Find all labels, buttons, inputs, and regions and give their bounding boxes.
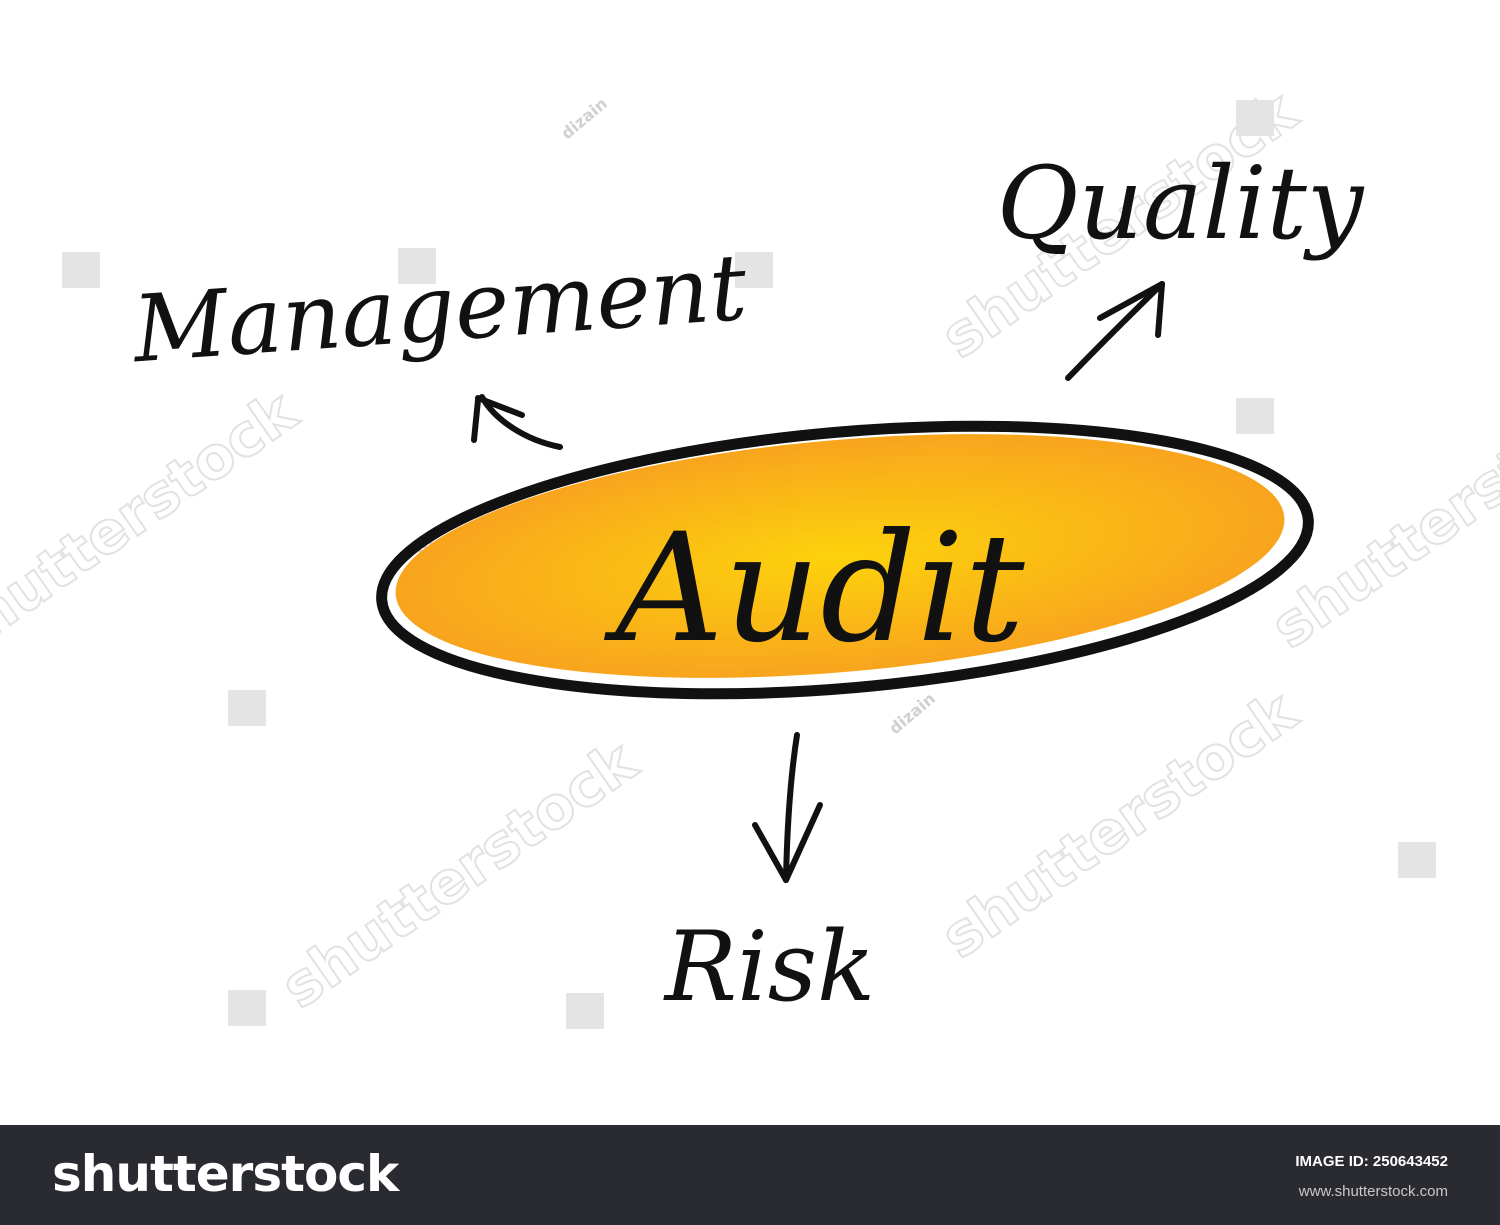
watermark-square-1	[62, 252, 100, 288]
stock-footer: shutterstock IMAGE ID: 250643452 www.shu…	[0, 1125, 1500, 1225]
center-ellipse	[395, 434, 1285, 678]
watermark-square-2	[398, 248, 436, 284]
watermark-square-5	[1236, 100, 1274, 136]
watermark-brand-2: shutterstock	[929, 677, 1310, 972]
image-id: IMAGE ID: 250643452	[1295, 1153, 1448, 1170]
watermark-author-3: dizain	[885, 689, 939, 738]
node-management: Management	[128, 234, 751, 384]
watermark-square-9	[566, 993, 604, 1029]
watermark-square-4	[1236, 398, 1274, 434]
arrow-to-management	[471, 394, 563, 450]
footer-brand-logo: shutterstock	[52, 1145, 399, 1203]
watermark-square-8	[228, 990, 266, 1026]
watermark-brand-1: shutterstock	[269, 727, 650, 1022]
watermark-square-6	[228, 690, 266, 726]
watermark-square-3	[735, 252, 773, 288]
arrow-to-quality	[1065, 281, 1165, 381]
image-id-label: IMAGE ID:	[1295, 1153, 1369, 1170]
node-risk: Risk	[663, 911, 875, 1023]
watermark-square-7	[1398, 842, 1436, 878]
diagram-canvas: shutterstock shutterstock shutterstock s…	[0, 76, 1500, 1029]
arrow-to-risk	[752, 732, 823, 883]
watermark-author-1: dizain	[557, 94, 611, 143]
center-node: Audit	[376, 420, 1314, 700]
node-quality: Quality	[997, 145, 1365, 262]
image-id-value: 250643452	[1372, 1153, 1448, 1170]
center-label: Audit	[603, 502, 1025, 676]
center-ellipse-outline	[376, 420, 1314, 700]
watermark-brand-4: shutterstock	[1259, 367, 1500, 662]
footer-site-url: www.shutterstock.com	[1298, 1183, 1448, 1200]
watermark-brand-3: shutterstock	[0, 377, 310, 672]
